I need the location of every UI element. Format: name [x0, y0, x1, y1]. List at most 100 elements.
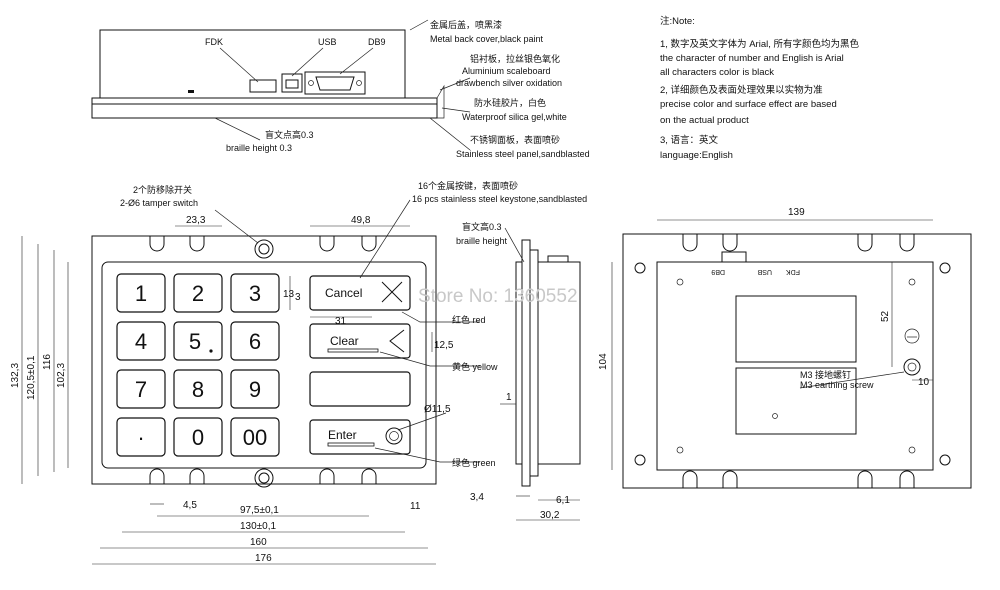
- key-7[interactable]: 7: [116, 369, 166, 409]
- braille-top-cn: 盲文点高0.3: [265, 129, 314, 140]
- side-dim-3-4: 3,4: [470, 492, 484, 503]
- back-slot-bottom-1: [682, 470, 698, 488]
- key-1-label: 1: [135, 281, 147, 306]
- db9-connector: [304, 71, 366, 95]
- dim-23-3: 23,3: [186, 215, 206, 226]
- store-watermark: Store No: 1360552: [418, 286, 578, 307]
- enter-dia-leader: [397, 412, 447, 431]
- earthing-screw-icon: [903, 358, 921, 376]
- tamper-switch-bottom: [254, 468, 274, 488]
- side-dim-6-1: 6,1: [556, 495, 570, 506]
- clear-key[interactable]: Clear: [309, 323, 411, 359]
- key-00[interactable]: 00: [230, 417, 280, 457]
- clear-key-label: Clear: [330, 334, 359, 348]
- keys-en: 16 pcs stainless steel keystone,sandblas…: [412, 194, 587, 204]
- dim-12-5: 12,5: [434, 340, 454, 351]
- cancel-key-label: Cancel: [325, 286, 362, 300]
- cancel-key[interactable]: Cancel: [309, 275, 411, 311]
- side-scaleboard: [529, 249, 539, 477]
- key-1[interactable]: 1: [116, 273, 166, 313]
- silica-en: Waterproof silica gel,white: [462, 112, 567, 122]
- slot-top-4: [361, 236, 377, 252]
- key-9-label: 9: [249, 377, 261, 402]
- enter-key-label: Enter: [328, 428, 357, 442]
- dim-11-5: Ø11,5: [424, 404, 451, 415]
- key-7-label: 7: [135, 377, 147, 402]
- scaleboard-leader: [439, 77, 471, 91]
- back-screw-br: [908, 446, 916, 454]
- key-0[interactable]: 0: [173, 417, 223, 457]
- top-view-panel: [91, 103, 438, 119]
- db9-port: [315, 76, 355, 91]
- back-slot-top-4: [899, 234, 915, 252]
- slot-top-3: [319, 236, 335, 252]
- key-8[interactable]: 8: [173, 369, 223, 409]
- back-hole-bl: [634, 454, 646, 466]
- key-2[interactable]: 2: [173, 273, 223, 313]
- panel-leader: [429, 117, 471, 151]
- db9-screw-right: [356, 80, 362, 86]
- side-dim-30-2: 30,2: [540, 510, 560, 521]
- key-6[interactable]: 6: [230, 321, 280, 361]
- side-braille-en: braille height: [456, 236, 508, 246]
- dim-97-5: 97,5±0,1: [240, 505, 279, 516]
- blank-key[interactable]: [309, 371, 411, 407]
- tamper-switch-bottom-inner: [258, 472, 270, 484]
- notes-title: 注:Note:: [660, 15, 695, 27]
- dim-31: 31: [335, 316, 347, 327]
- side-braille-cn: 盲文高0.3: [462, 221, 502, 232]
- db9-leader: [339, 47, 374, 75]
- dim-120-5: 120,5±0,1: [26, 355, 37, 400]
- note-2-cn: 2, 详细颜色及表面处理效果以实物为准: [660, 84, 823, 96]
- panel-en: Stainless steel panel,sandblasted: [456, 149, 590, 159]
- earthing-screw-icon-inner: [907, 362, 917, 372]
- dim-3: 3: [295, 292, 301, 303]
- key-dot[interactable]: ·: [116, 417, 166, 457]
- braille-top-en: braille height 0.3: [226, 143, 292, 153]
- key-4[interactable]: 4: [116, 321, 166, 361]
- front-view: 1 2 3 4 5 6 7 8 9 · 0 00 Cancel Clear En…: [10, 180, 587, 565]
- key-3[interactable]: 3: [230, 273, 280, 313]
- top-view-edge: [436, 84, 445, 119]
- back-slot-bottom-4: [899, 470, 915, 488]
- top-view: FDK USB DB9 金属后盖，喷黑漆 Metal back cover,bl…: [91, 19, 590, 159]
- top-view-back-cover: [99, 29, 406, 99]
- enter-circle-icon: [385, 427, 403, 445]
- yellow-leader: [379, 351, 480, 367]
- clear-braille-bar: [327, 348, 379, 353]
- usb-leader: [291, 47, 324, 77]
- back-screw-tl: [676, 278, 684, 286]
- back-cover-en: Metal back cover,black paint: [430, 34, 544, 44]
- top-view-scaleboard: [91, 97, 438, 105]
- back-hole-tr: [939, 262, 951, 274]
- side-dim-1: 1: [506, 392, 512, 403]
- note-2-en1: precise color and surface effect are bas…: [660, 99, 837, 110]
- db9-screw-left: [308, 80, 314, 86]
- key-8-label: 8: [192, 377, 204, 402]
- silica-leader: [441, 107, 471, 113]
- notes: 注:Note: 1, 数字及英文字体为 Arial, 所有字颜色均为黑色 the…: [660, 15, 859, 161]
- slot-bottom-4: [361, 468, 377, 484]
- db9-label: DB9: [368, 37, 386, 47]
- screw-leader: [799, 371, 905, 389]
- key-9[interactable]: 9: [230, 369, 280, 409]
- back-usb-label: USB: [757, 268, 772, 275]
- key-00-label: 00: [243, 425, 267, 450]
- enter-key[interactable]: Enter: [309, 419, 411, 455]
- back-slot-top-3: [857, 234, 873, 252]
- dim-102-3: 102,3: [56, 363, 67, 388]
- dim-130: 130±0,1: [240, 521, 277, 532]
- back-hole-br: [939, 454, 951, 466]
- scaleboard-en2: drawbench silver oxidation: [456, 78, 562, 88]
- back-outer-plate: [622, 233, 972, 489]
- screw-en: M3 earthing screw: [800, 380, 874, 390]
- back-slot-bottom-2: [722, 470, 738, 488]
- tamper-switch-top: [254, 239, 274, 259]
- back-slot-top-1: [682, 234, 698, 252]
- fdk-connector: [249, 79, 277, 93]
- key-5[interactable]: 5: [173, 321, 223, 361]
- back-dim-52: 52: [880, 310, 891, 322]
- key-4-label: 4: [135, 329, 147, 354]
- dim-176: 176: [255, 553, 272, 564]
- back-dim-104: 104: [598, 353, 609, 370]
